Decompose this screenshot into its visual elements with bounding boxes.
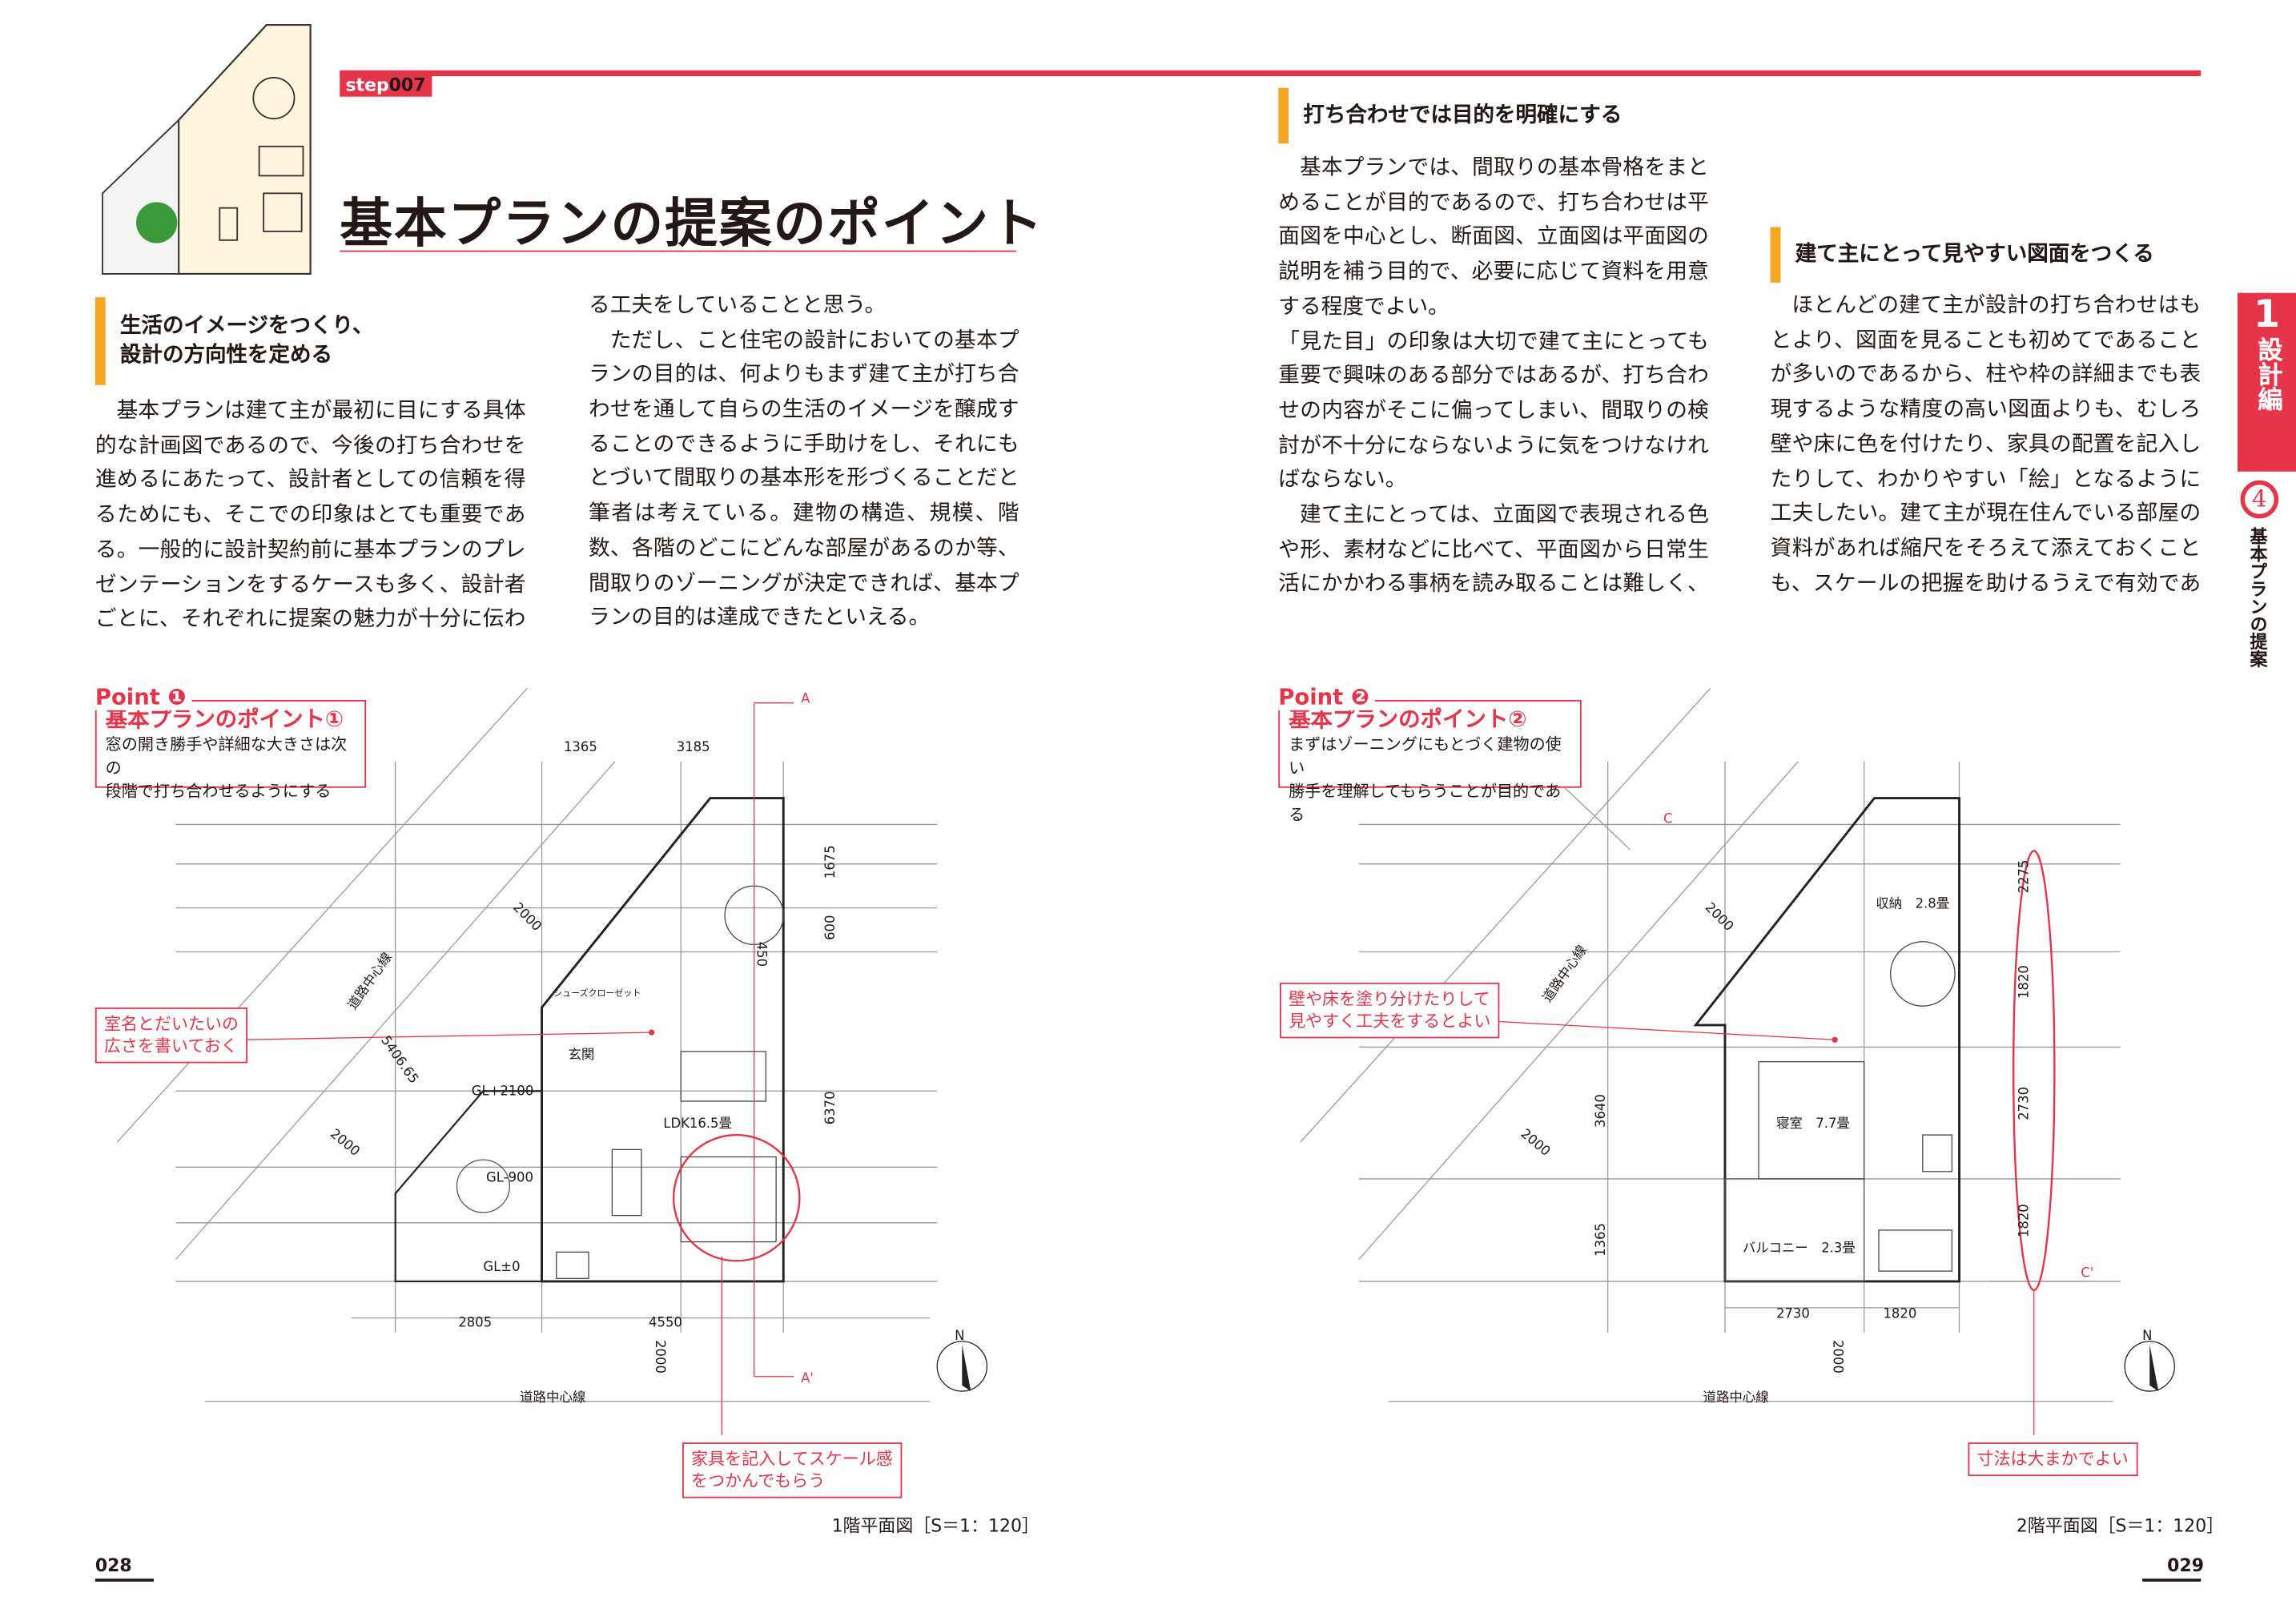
svg-text:道路中心線: 道路中心線 <box>1703 1390 1769 1405</box>
svg-text:2730: 2730 <box>2016 1087 2031 1120</box>
step-badge: step007 <box>340 73 432 97</box>
svg-text:LDK16.5畳: LDK16.5畳 <box>663 1116 732 1131</box>
point-1-box: 基本プランのポイント① 窓の開き勝手や詳細な大きさは次の 段階で打ち合わせるよう… <box>94 700 367 801</box>
paragraph: 基本プランでは、間取りの基本骨格をまとめることが目的であるので、打ち合わせは平面… <box>1278 155 1709 320</box>
page-title: 基本プランの提案のポイント <box>340 193 1044 255</box>
text-column-4: ほとんどの建て主が設計の打ち合わせはもとより、図面を見ることも初めてであることが… <box>1771 288 2202 603</box>
floor-plan-1f: 1365 3185 1675 600 450 6370 2000 5406.65… <box>116 687 988 1435</box>
svg-text:1365: 1365 <box>1593 1223 1608 1257</box>
svg-text:GL±0: GL±0 <box>483 1259 520 1274</box>
svg-text:A': A' <box>801 1370 814 1386</box>
svg-text:収納 2.8畳: 収納 2.8畳 <box>1876 896 1949 911</box>
point-title: 基本プランのポイント② <box>1289 706 1527 733</box>
svg-text:2000: 2000 <box>1518 1126 1553 1159</box>
point-title: 基本プランのポイント① <box>105 706 344 733</box>
svg-text:4550: 4550 <box>649 1315 682 1330</box>
svg-text:シューズクローゼット: シューズクローゼット <box>553 987 641 998</box>
svg-text:1820: 1820 <box>1883 1306 1916 1321</box>
chapter-tab: 1 設計編 <box>2237 292 2296 472</box>
paragraph: 「見た目」の印象は大切で建て主にとっても重要で興味のある部分ではあるが、打ち合わ… <box>1278 328 1709 493</box>
svg-text:N: N <box>955 1328 964 1343</box>
text-column-1: 基本プランは建て主が最初に目にする具体的な計画図であるので、今後の打ち合わせを進… <box>95 394 526 638</box>
section-heading-3: 建て主にとって見やすい図面をつくる <box>1770 227 2154 283</box>
caption-1f: 1階平面図［S＝1：120］ <box>831 1515 1039 1537</box>
page-number-rule <box>2142 1579 2202 1582</box>
page-number-right: 029 <box>2167 1555 2205 1576</box>
svg-text:2000: 2000 <box>1830 1340 1845 1374</box>
svg-text:2730: 2730 <box>1776 1306 1810 1321</box>
svg-text:2000: 2000 <box>1703 899 1737 934</box>
svg-text:1820: 1820 <box>2016 1204 2031 1237</box>
paragraph: 基本プランは建て主が最初に目にする具体的な計画図であるので、今後の打ち合わせを進… <box>94 398 526 632</box>
section-heading-1: 生活のイメージをつくり、設計の方向性を定める <box>94 297 374 385</box>
svg-text:GL-900: GL-900 <box>486 1170 533 1185</box>
svg-text:A: A <box>801 691 810 706</box>
page-number-left: 028 <box>94 1555 132 1576</box>
step-number: 007 <box>388 74 426 95</box>
text-column-2: 基本プランは建て主が最初に目にする具体的な計画図であるので、今後の打ち合わせを進… <box>589 288 1019 640</box>
point-text: 窓の開き勝手や詳細な大きさは次の <box>105 734 348 778</box>
point-1-label: Point ❶ <box>94 683 192 710</box>
svg-text:道路中心線: 道路中心線 <box>344 950 395 1012</box>
paragraph-continued: 基本プランは建て主が最初に目にする具体的な計画図であるので、今後の打ち合わせを進… <box>589 292 887 318</box>
callout-color-coding: 壁や床を塗り分けたりして見やすく工夫をするとよい <box>1280 982 1500 1039</box>
svg-text:2805: 2805 <box>458 1315 492 1330</box>
section-number-badge: 4 <box>2240 480 2279 519</box>
section-label: 基本プランの提案 <box>2247 527 2269 668</box>
svg-text:3640: 3640 <box>1593 1094 1608 1128</box>
svg-text:600: 600 <box>822 915 838 940</box>
callout-room-names: 室名とだいたいの広さを書いておく <box>94 1008 248 1064</box>
title-underline <box>340 250 1016 252</box>
callout-dimensions: 寸法は大まかでよい <box>1968 1442 2137 1477</box>
svg-text:5406.65: 5406.65 <box>378 1033 422 1087</box>
header-rule <box>340 70 2202 77</box>
svg-text:N: N <box>2142 1328 2152 1343</box>
svg-text:道路中心線: 道路中心線 <box>520 1390 585 1405</box>
text-column-4-top: xx 建て主にとっては、立面図で表現される色や形、素材などに比べて、平面図から日… <box>1771 82 2202 221</box>
svg-text:2000: 2000 <box>510 899 545 934</box>
point-2-label: Point ❷ <box>1278 683 1376 710</box>
svg-text:バルコニー 2.3畳: バルコニー 2.3畳 <box>1743 1240 1856 1255</box>
svg-text:玄関: 玄関 <box>568 1047 594 1062</box>
svg-text:450: 450 <box>754 942 769 967</box>
point-2-box: 基本プランのポイント② まずはゾーニングにもとづく建物の使い 勝手を理解してもら… <box>1278 700 1582 824</box>
svg-text:寝室 7.7畳: 寝室 7.7畳 <box>1776 1116 1850 1131</box>
svg-text:1365: 1365 <box>564 739 597 754</box>
svg-text:3185: 3185 <box>677 739 710 754</box>
svg-text:6370: 6370 <box>822 1091 838 1124</box>
floor-plan-2f: 2275 1820 2730 1820 3640 1365 2000 2000 … <box>1293 687 2175 1435</box>
point-text: 勝手を理解してもらうことが目的である <box>1289 782 1562 825</box>
svg-text:1820: 1820 <box>2016 965 2031 999</box>
thumbnail-floor-plan <box>102 23 312 276</box>
svg-text:2275: 2275 <box>2016 860 2031 894</box>
point-text: まずはゾーニングにもとづく建物の使い <box>1289 734 1562 778</box>
svg-text:C: C <box>1663 811 1672 827</box>
step-label: step <box>345 74 389 95</box>
page-number-rule <box>94 1579 154 1582</box>
chapter-number: 1 <box>2253 292 2281 337</box>
section-heading-2: 打ち合わせでは目的を明確にする <box>1278 87 1622 144</box>
paragraph: 建て主にとっては、立面図で表現される色や形、素材などに比べて、平面図から日常生活… <box>1278 502 1709 597</box>
svg-text:C': C' <box>2081 1265 2093 1280</box>
caption-2f: 2階平面図［S＝1：120］ <box>2016 1515 2225 1537</box>
text-column-3: 基本プランでは、間取りの基本骨格をまとめることが目的であるので、打ち合わせは平面… <box>1278 151 1709 601</box>
svg-text:2000: 2000 <box>653 1340 668 1374</box>
paragraph: ただし、こと住宅の設計においての基本プランの目的は、何よりもまず建て主が打ち合わ… <box>589 327 1019 630</box>
point-text: 段階で打ち合わせるようにする <box>105 782 332 802</box>
svg-text:1675: 1675 <box>822 845 838 879</box>
chapter-label: 設計編 <box>2252 336 2282 412</box>
callout-furniture: 家具を記入してスケール感をつかんでもらう <box>682 1442 902 1498</box>
svg-text:GL+2100: GL+2100 <box>472 1084 534 1099</box>
svg-text:2000: 2000 <box>328 1126 363 1159</box>
paragraph: ほとんどの建て主が設計の打ち合わせはもとより、図面を見ることも初めてであることが… <box>1770 292 2202 596</box>
